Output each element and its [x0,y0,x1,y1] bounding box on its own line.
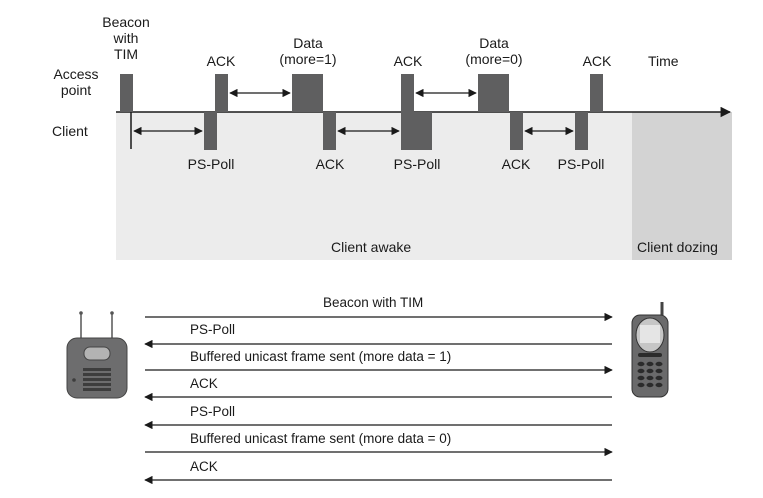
client-frame-ps-poll [401,112,432,150]
message-label-ack: ACK [190,376,218,391]
client-frame-label-ps-poll: PS-Poll [393,156,441,172]
client-frame-ps-poll [204,112,217,150]
message-label-ps-poll: PS-Poll [190,322,236,337]
client-frame-label-ack: ACK [315,156,345,172]
sequence-graphics [66,302,669,485]
ap-frame-label-ack: ACK [206,53,236,69]
client-frame-label-ps-poll: PS-Poll [187,156,235,172]
frame-exchange-sequence: Beacon with TIM PS-Poll Buffered unicast… [0,280,763,498]
client-dozing-region [632,112,732,260]
ap-frame-label-ack: ACK [393,53,423,69]
client-frame-ps-poll [575,112,588,150]
access-point-icon [66,311,128,399]
client-awake-label: Client awake [331,239,412,255]
client-frame-ack [323,112,336,150]
ap-frame-ack [401,74,414,112]
ap-frame-label-ack: ACK [582,53,612,69]
message-label-ps-poll: PS-Poll [190,404,236,419]
client-frame-label-ps-poll: PS-Poll [557,156,605,172]
client-frame-label-ack: ACK [501,156,531,172]
mobile-phone-icon [631,302,669,398]
client-dozing-label: Client dozing [637,239,718,255]
timeline-graphics [116,74,732,260]
ap-frame-label-data-more1: Data (more=1) [279,35,337,67]
message-label-buffered-frame-more1: Buffered unicast frame sent (more data =… [190,349,452,364]
time-label: Time [648,53,679,69]
client-label: Client [52,123,88,139]
client-awake-region [116,112,632,260]
ap-frame-ack [590,74,603,112]
client-frame-ack [510,112,523,150]
power-save-timeline: Access point Client Time Beacon with TIM… [52,14,732,260]
ap-frame-data-more1 [292,74,323,112]
ap-frame-label-data-more0: Data (more=0) [465,35,523,67]
ap-frame-ack [215,74,228,112]
message-label-buffered-frame-more0: Buffered unicast frame sent (more data =… [190,431,452,446]
access-point-label: Access point [53,66,99,98]
message-label-beacon-with-tim: Beacon with TIM [323,295,424,310]
ap-frame-data-more0 [478,74,509,112]
message-label-ack: ACK [190,459,218,474]
ap-frame-label-beacon: Beacon with TIM [102,14,150,62]
ap-frame-beacon [120,74,133,112]
